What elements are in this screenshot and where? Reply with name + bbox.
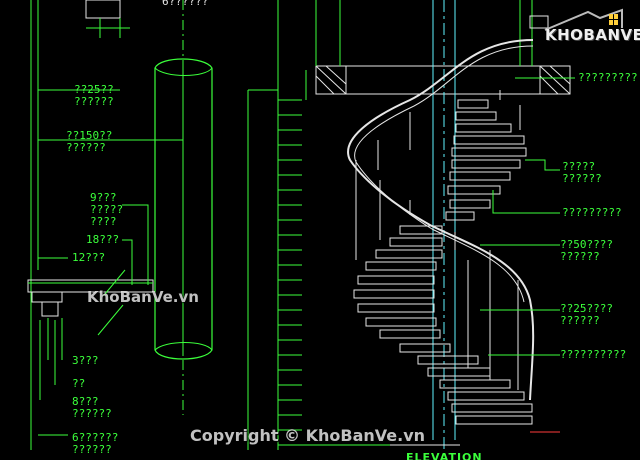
stair-tread <box>451 159 521 169</box>
stair-tread <box>365 317 437 327</box>
annotation-handrail-50: ??50???? ?????? <box>560 238 613 263</box>
annotation-3: 3??? <box>72 354 99 367</box>
stair-tread <box>399 343 451 353</box>
stair-tread <box>417 355 479 365</box>
stair-tread <box>389 237 443 247</box>
stair-tread <box>455 415 533 425</box>
stair-tread <box>439 379 511 389</box>
annotation-18: 18??? <box>86 233 120 246</box>
annotation-baluster-25: ??25???? ?????? <box>560 302 613 327</box>
elevation-title: ELEVATION <box>406 451 483 460</box>
annotation-12: 12??? <box>72 251 106 264</box>
stair-tread <box>353 289 435 299</box>
stair-tread <box>379 329 441 339</box>
stair-tread <box>447 391 525 401</box>
watermark-middle: KhoBanVe.vn <box>87 288 199 306</box>
khobanve-logo-icon <box>544 8 623 31</box>
stair-tread <box>447 185 501 195</box>
stair-tread <box>449 199 491 209</box>
annotation-short: ?? <box>72 377 86 390</box>
stair-tread <box>445 211 475 221</box>
watermark-bottom: Copyright © KhoBanVe.vn <box>190 426 426 445</box>
annotation-column: ?????????? <box>560 348 627 361</box>
stair-tread <box>427 367 491 377</box>
stair-tread <box>357 303 435 313</box>
stair-tread <box>451 403 533 413</box>
stair-tread <box>455 123 512 133</box>
stair-tread <box>453 135 525 145</box>
stair-tread <box>455 111 497 121</box>
annotation-top: 6?????? <box>162 0 209 8</box>
annotation-8: 8??? ?????? <box>72 395 112 420</box>
logo-text: KHOBANVE <box>545 26 640 44</box>
annotation-slab: ????????? <box>578 71 638 84</box>
stair-tread <box>357 275 435 285</box>
stair-tread <box>365 261 437 271</box>
annotation-6: 6?????? ?????? <box>72 431 119 456</box>
stair-tread <box>451 147 527 157</box>
annotation-post-diameter: ??150?? ?????? <box>66 129 113 154</box>
stair-tread <box>375 249 443 259</box>
annotation-handrail-diameter: ??25?? ?????? <box>74 83 114 108</box>
stair-tread <box>449 171 511 181</box>
annotation-riser: ????????? <box>562 206 622 219</box>
stair-tread <box>457 99 489 109</box>
annotation-tread-thickness: 9??? ????? ???? <box>90 191 124 228</box>
annotation-tread: ????? ?????? <box>562 160 602 185</box>
